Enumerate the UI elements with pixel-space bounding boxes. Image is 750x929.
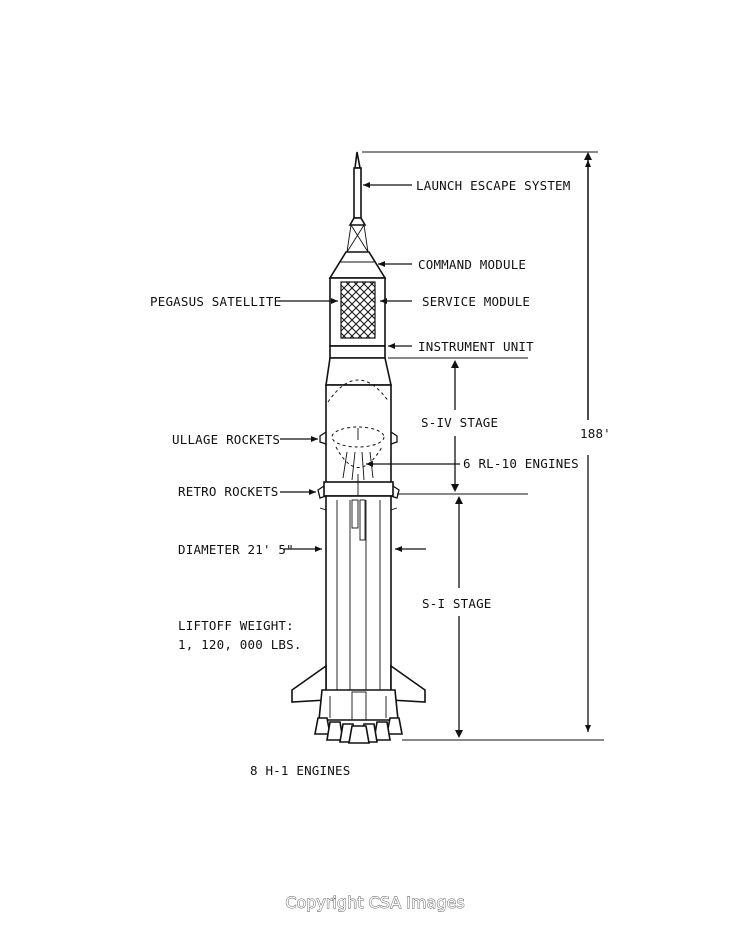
label-pegasus-satellite: PEGASUS SATELLITE bbox=[150, 294, 281, 309]
command-module-shape bbox=[328, 251, 387, 279]
s-iv-stage-shape bbox=[325, 384, 392, 494]
dimension-lines bbox=[362, 151, 604, 741]
pegasus-satellite-shape bbox=[340, 281, 376, 339]
label-s-iv-stage: S-IV STAGE bbox=[421, 415, 498, 430]
label-retro-rockets: RETRO ROCKETS bbox=[178, 484, 278, 499]
label-launch-escape-system: LAUNCH ESCAPE SYSTEM bbox=[416, 178, 571, 193]
h-1-engine-bells bbox=[314, 717, 403, 744]
instrument-unit-shape bbox=[329, 345, 386, 359]
label-instrument-unit: INSTRUMENT UNIT bbox=[418, 339, 534, 354]
label-rl-10-engines: 6 RL-10 ENGINES bbox=[463, 456, 579, 471]
rocket-drawing bbox=[291, 151, 426, 744]
label-s-i-stage: S-I STAGE bbox=[422, 596, 492, 611]
label-overall-height: 188' bbox=[580, 426, 611, 441]
label-service-module: SERVICE MODULE bbox=[422, 294, 530, 309]
launch-escape-tower bbox=[346, 151, 369, 253]
label-diameter: DIAMETER 21' 5" bbox=[178, 542, 294, 557]
label-command-module: COMMAND MODULE bbox=[418, 257, 526, 272]
label-liftoff-weight: LIFTOFF WEIGHT: bbox=[178, 618, 294, 633]
label-liftoff-weight-value: 1, 120, 000 LBS. bbox=[178, 637, 302, 652]
left-fin bbox=[291, 664, 327, 703]
s-i-stage-shape bbox=[325, 495, 392, 697]
right-fin bbox=[390, 664, 426, 703]
copyright-watermark: Copyright CSA Images bbox=[285, 893, 464, 912]
leader-lines bbox=[278, 182, 460, 552]
label-h-1-engines: 8 H-1 ENGINES bbox=[250, 763, 350, 778]
label-ullage-rockets: ULLAGE ROCKETS bbox=[172, 432, 280, 447]
